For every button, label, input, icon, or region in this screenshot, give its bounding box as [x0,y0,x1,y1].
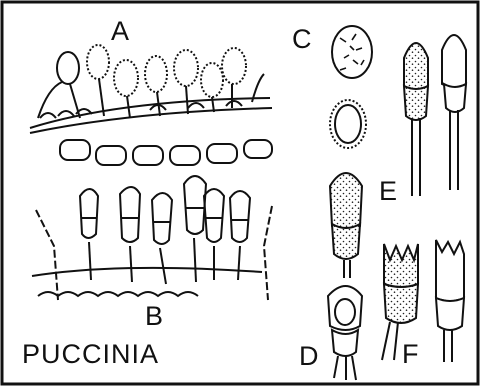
panel-a-drawing [30,45,272,165]
panel-b-drawing [32,176,272,300]
panel-f-label: F [402,341,419,368]
panel-f-drawing [382,240,464,362]
panel-e-label: E [379,178,397,205]
panel-b-label: B [145,303,163,330]
panel-a-label: A [111,18,129,45]
host-surface-line [30,98,270,128]
figure-title: PUCCINIA [22,341,159,368]
panel-d-drawing [328,173,362,380]
panel-d-label: D [299,343,319,370]
host-tissue-line [32,268,262,276]
host-cells [60,140,272,165]
panel-e-drawing [404,35,466,196]
urediniospore-surface [332,26,372,78]
panel-c-label: C [292,26,312,53]
panel-c-drawing [330,26,372,148]
